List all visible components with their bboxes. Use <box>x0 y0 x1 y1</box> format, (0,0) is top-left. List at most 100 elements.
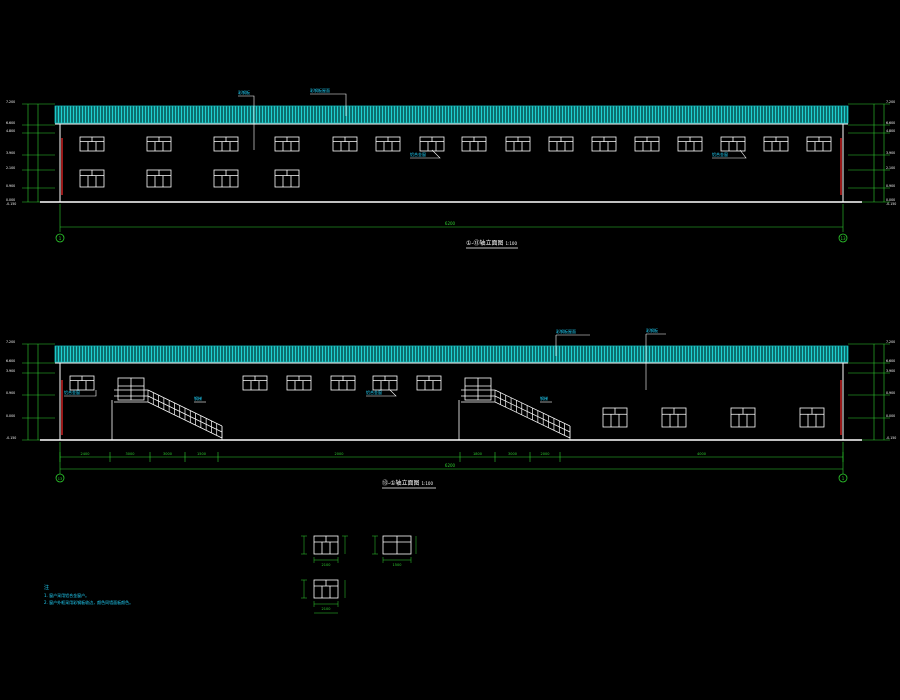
sub-dimension-label: 2000 <box>541 452 550 456</box>
window <box>274 136 300 152</box>
window <box>330 375 356 391</box>
level-mark: 0.900 <box>886 184 895 188</box>
overall-dimension-label: 6200 <box>445 463 456 468</box>
level-mark: -0.150 <box>6 436 16 440</box>
level-mark: 3.900 <box>6 151 15 155</box>
level-mark: -0.150 <box>886 436 896 440</box>
window-width: 2100 <box>322 563 331 567</box>
sub-dimension-label: 3000 <box>508 452 517 456</box>
notes-heading: 注 <box>44 584 49 591</box>
level-mark: 6.600 <box>886 359 895 363</box>
sub-dimension-label: 2400 <box>81 452 90 456</box>
level-mark: 3.900 <box>886 151 895 155</box>
sub-dimension-label: 4000 <box>697 452 706 456</box>
overall-dimension <box>59 442 844 474</box>
elevation-title: ①-⑬轴立面图 1:100 <box>466 239 517 247</box>
window-width: 1500 <box>393 563 402 567</box>
axis-label: 1 <box>842 476 845 481</box>
level-mark: 7.200 <box>6 100 15 104</box>
level-mark: 3.900 <box>6 369 15 373</box>
window <box>79 136 105 152</box>
window <box>505 136 531 152</box>
steel-stair-left <box>114 389 223 440</box>
callout-label: 钢梯 <box>540 395 548 401</box>
sub-dimension-label: 1800 <box>473 452 482 456</box>
callout-leaders <box>238 93 747 159</box>
window <box>548 136 574 152</box>
window <box>763 136 789 152</box>
facade-outline <box>40 124 862 203</box>
window <box>213 136 239 152</box>
callout-label: 铝合金窗 <box>410 151 426 157</box>
steel-stair-right <box>461 389 571 440</box>
sub-dimension-label: 3000 <box>163 452 172 456</box>
axis-bubble <box>838 473 848 483</box>
level-scale-left <box>22 103 55 203</box>
level-mark: 2.100 <box>6 166 15 170</box>
window <box>602 407 628 428</box>
level-mark: 6.600 <box>886 121 895 125</box>
callout-label: 铝合金窗 <box>366 389 382 395</box>
axis-label: 13 <box>840 236 846 241</box>
level-mark: 6.600 <box>6 121 15 125</box>
axis-bubble <box>55 233 65 243</box>
window <box>419 136 445 152</box>
window <box>416 375 442 391</box>
sub-dimension-label: 1500 <box>197 452 206 456</box>
elevation-2: 彩钢板屋面 彩钢板 铝合金窗 铝合金窗 钢梯 钢梯 2400 3000 3000 15… <box>22 327 890 489</box>
elevation-title: ⑬-①轴立面图 1:100 <box>382 479 433 487</box>
window <box>69 375 95 391</box>
windows-upper-row <box>79 136 832 152</box>
callout-label: 铝合金窗 <box>64 389 80 395</box>
window <box>634 136 660 152</box>
window-width: 2100 <box>322 607 331 611</box>
window <box>79 169 105 188</box>
window <box>375 136 401 152</box>
window-detail-c1: 2100 <box>301 535 348 567</box>
roof-band <box>54 105 849 124</box>
level-mark: 7.200 <box>886 100 895 104</box>
level-mark: 0.900 <box>886 391 895 395</box>
level-mark: -0.150 <box>6 202 16 206</box>
level-scale-left <box>22 343 55 441</box>
stair-columns <box>111 400 460 440</box>
sub-dimension-label: 2000 <box>335 452 344 456</box>
windows-lower-row <box>602 407 825 428</box>
callout-label: 彩钢板 <box>238 89 250 95</box>
note-item: 1. 窗户采用铝合金窗户。 <box>44 592 89 598</box>
callout-label: 钢梯 <box>194 395 202 401</box>
callout-label: 彩钢板屋面 <box>556 328 576 334</box>
callout-label: 彩钢板 <box>646 327 658 333</box>
axis-bubble <box>55 473 65 483</box>
window <box>372 375 398 391</box>
level-mark: 7.200 <box>886 340 895 344</box>
windows-upper-row <box>69 375 442 391</box>
level-mark: 0.900 <box>6 184 15 188</box>
axis-label: 1 <box>59 236 62 241</box>
axis-label: 13 <box>58 477 62 481</box>
window <box>799 407 825 428</box>
window-detail-c2: 1500 <box>372 535 417 567</box>
window <box>146 169 172 188</box>
window <box>332 136 358 152</box>
sub-dimensions: 2400 3000 3000 1500 2000 1800 3000 2000 4000 <box>59 452 844 462</box>
window <box>720 136 746 152</box>
callout-leaders <box>64 333 666 403</box>
window <box>806 136 832 152</box>
level-mark: 0.000 <box>886 198 895 202</box>
level-mark: 2.100 <box>886 166 895 170</box>
window <box>461 136 487 152</box>
level-mark: 3.900 <box>886 369 895 373</box>
window <box>242 375 268 391</box>
level-mark: 0.900 <box>6 391 15 395</box>
overall-dimension-label: 6200 <box>445 221 456 226</box>
windows-lower-row <box>79 169 300 188</box>
level-scale-right <box>848 103 890 203</box>
window <box>677 136 703 152</box>
level-mark: 7.200 <box>6 340 15 344</box>
sub-dimension-label: 3000 <box>126 452 135 456</box>
note-item: 2. 窗户外框采用彩钢板收边，颜色同墙面板颜色。 <box>44 599 133 605</box>
level-mark: 0.000 <box>886 414 895 418</box>
window-detail-c3: 2100 <box>301 579 346 614</box>
